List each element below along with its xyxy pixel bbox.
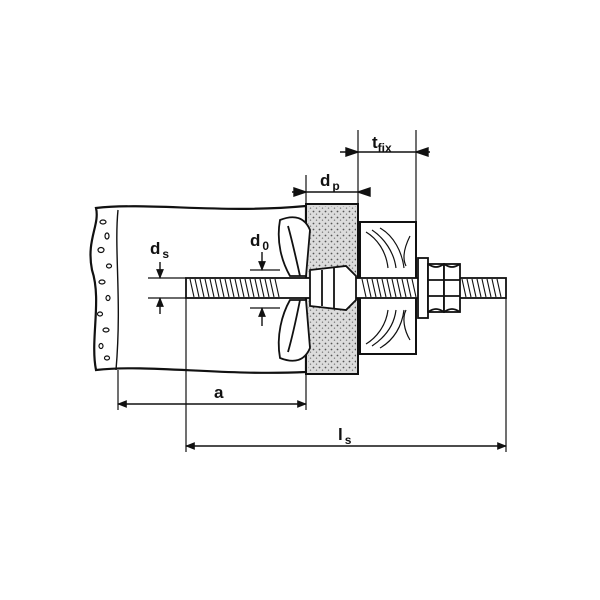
anchor-collar <box>309 265 357 311</box>
thread-line <box>199 278 205 298</box>
washer-and-nuts <box>417 257 461 319</box>
nut-2 <box>443 263 461 313</box>
anchor-upper-spine <box>287 225 301 277</box>
thread-line <box>219 278 225 298</box>
label-a: a <box>214 383 224 402</box>
thread-line <box>476 278 482 298</box>
thread-line <box>234 278 240 298</box>
dim-t-fix-arrow-right <box>413 147 429 157</box>
thread-line <box>461 278 467 298</box>
wall-aggregate <box>96 219 113 361</box>
thread-line <box>264 278 270 298</box>
thread-line <box>391 278 397 298</box>
thread-line <box>194 278 200 298</box>
thread-line <box>406 278 412 298</box>
thread-line <box>381 278 387 298</box>
thread-line <box>491 278 497 298</box>
dim-t-fix-arrow-left <box>345 147 361 157</box>
thread-line <box>401 278 407 298</box>
dimension-lines <box>117 147 507 450</box>
nut-1 <box>427 263 445 313</box>
thread-line <box>396 278 402 298</box>
thread-line <box>274 278 280 298</box>
thread-line <box>496 278 502 298</box>
thread-line <box>376 278 382 298</box>
thread-line <box>269 278 275 298</box>
thread-line <box>229 278 235 298</box>
thread-line <box>249 278 255 298</box>
thread-line <box>481 278 487 298</box>
thread-line <box>189 278 195 298</box>
thread-line <box>204 278 210 298</box>
thread-line <box>239 278 245 298</box>
thread-line <box>371 278 377 298</box>
thread-line <box>386 278 392 298</box>
thread-line <box>486 278 492 298</box>
thread-line <box>466 278 472 298</box>
anchor-upper-wing <box>277 216 311 277</box>
anchor-lower-spine <box>287 299 301 353</box>
thread-line <box>411 278 417 298</box>
anchor-sleeve <box>277 216 357 362</box>
thread-line <box>259 278 265 298</box>
thread-line <box>214 278 220 298</box>
thread-line <box>366 278 372 298</box>
thread-line <box>254 278 260 298</box>
thread-line <box>361 278 367 298</box>
wood-grain <box>365 227 411 349</box>
thread-line <box>209 278 215 298</box>
rod-threads <box>189 278 502 298</box>
washer <box>417 257 429 319</box>
thread-line <box>244 278 250 298</box>
thread-line <box>471 278 477 298</box>
dim-d-p-arrow-left <box>293 187 309 197</box>
label-t-fix: tfix <box>372 133 392 155</box>
wall-inner-edge <box>115 209 120 371</box>
thread-line <box>224 278 230 298</box>
dim-d-p-arrow-right <box>355 187 371 197</box>
